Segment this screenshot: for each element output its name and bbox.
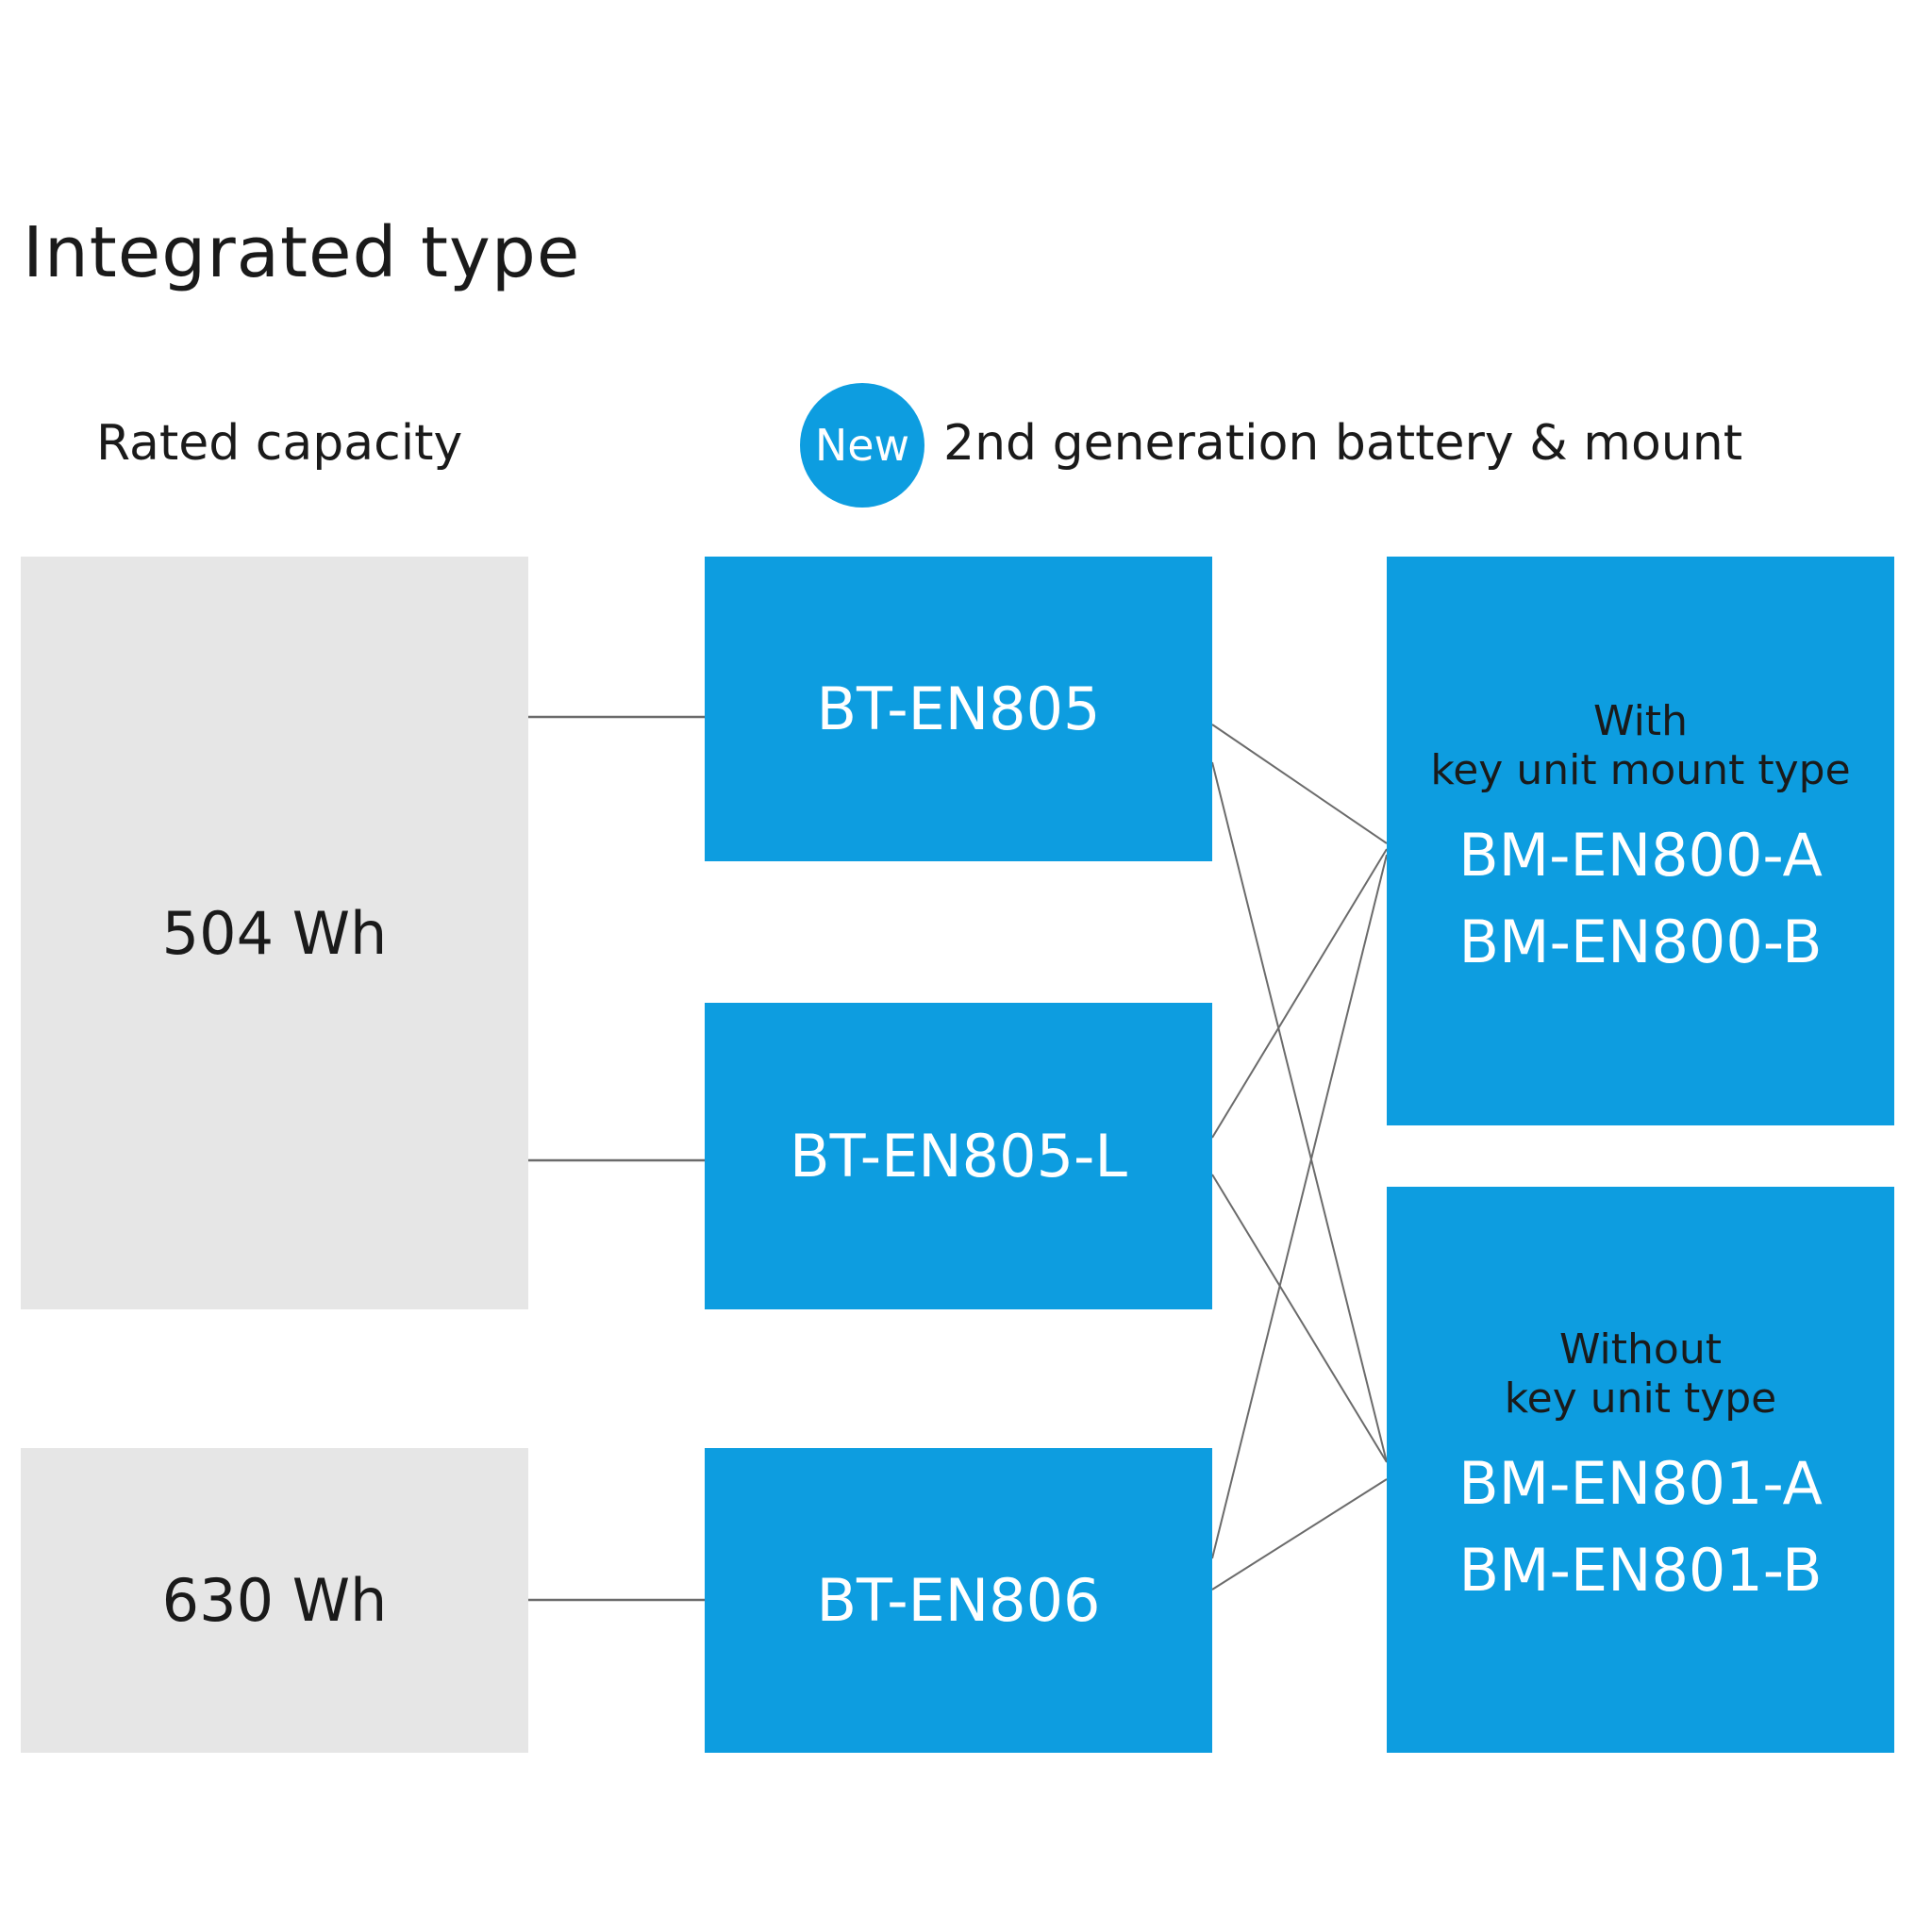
connector-bt-en805-bm-en801 <box>1211 761 1388 1463</box>
mount-box-with-key-unit: With key unit mount type BM-EN800-A BM-E… <box>1387 557 1894 1125</box>
mount-model: BM-EN800-A <box>1458 820 1823 890</box>
new-badge: New <box>800 383 924 508</box>
mount-type-line2: key unit type <box>1504 1374 1777 1423</box>
mount-type-line1: With <box>1593 696 1688 745</box>
mount-model: BM-EN800-B <box>1458 907 1823 976</box>
page-title: Integrated type <box>23 212 581 293</box>
capacity-label: 630 Wh <box>161 1566 388 1635</box>
battery-box-bt-en805-l: BT-EN805-L <box>705 1003 1212 1309</box>
mount-model: BM-EN801-A <box>1458 1449 1823 1518</box>
mount-box-without-key-unit: Without key unit type BM-EN801-A BM-EN80… <box>1387 1187 1894 1753</box>
connector-bt-en805-l-bm-en800 <box>1211 848 1388 1139</box>
capacity-label: 504 Wh <box>161 898 388 968</box>
battery-box-bt-en806: BT-EN806 <box>705 1448 1212 1753</box>
mount-type-line2: key unit mount type <box>1430 745 1851 794</box>
connector-bt-en805-l-bm-en801 <box>1211 1174 1388 1463</box>
connector-bt-en806-bm-en801 <box>1211 1478 1388 1591</box>
generation-header: 2nd generation battery & mount <box>943 415 1743 472</box>
connector-bt-en806-bm-en800 <box>1211 854 1388 1559</box>
connector-bt-en805-bm-en800 <box>1211 724 1388 844</box>
battery-label: BT-EN805-L <box>790 1122 1127 1191</box>
mount-model: BM-EN801-B <box>1458 1536 1823 1605</box>
capacity-box-630: 630 Wh <box>21 1448 528 1753</box>
battery-label: BT-EN806 <box>816 1566 1101 1635</box>
capacity-box-504: 504 Wh <box>21 557 528 1309</box>
mount-type-line1: Without <box>1559 1325 1722 1374</box>
battery-label: BT-EN805 <box>816 675 1101 743</box>
rated-capacity-header: Rated capacity <box>96 415 463 472</box>
battery-box-bt-en805: BT-EN805 <box>705 557 1212 861</box>
